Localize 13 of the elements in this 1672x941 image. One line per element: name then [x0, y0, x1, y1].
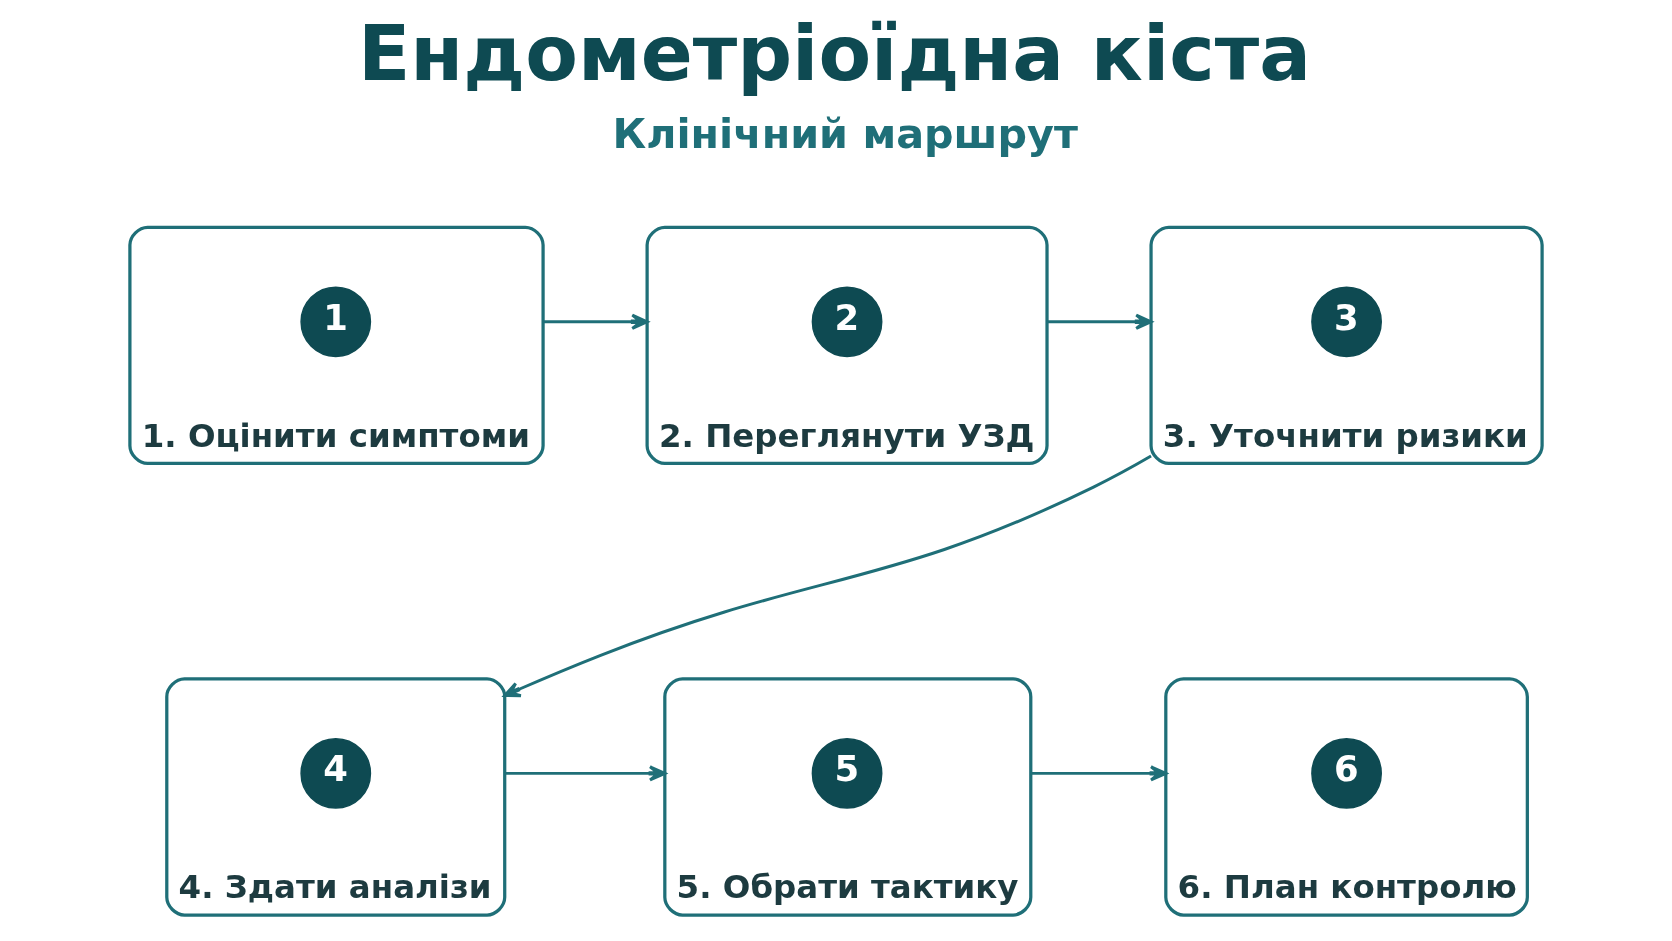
node-circle: 6 — [1311, 737, 1382, 809]
label: Клінічний маршрут — [612, 109, 1078, 158]
node-circle: 5 — [811, 737, 883, 809]
node-circle: 4 — [300, 737, 372, 809]
node-circle: 2 — [811, 286, 883, 358]
arrow — [1030, 765, 1168, 782]
node-circle: 3 — [1311, 286, 1382, 358]
arrow — [1047, 313, 1153, 330]
diagram-title: Ендометріоїдна кіста — [357, 8, 1311, 98]
arrow — [504, 765, 667, 782]
node-circle: 1 — [300, 286, 372, 358]
arrow — [543, 313, 649, 330]
arrow — [503, 454, 1152, 698]
